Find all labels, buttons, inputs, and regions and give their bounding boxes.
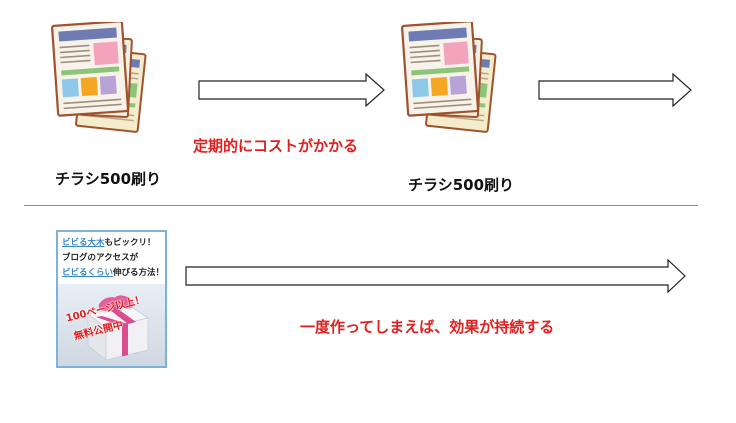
flyer-stack-icon: [401, 22, 497, 133]
gift-image: 100ページ以上！ 無料公開中: [58, 284, 165, 366]
flyer-stack-2: [398, 22, 518, 157]
flyer-label-2: チラシ500刷り: [408, 176, 515, 194]
section-divider: [24, 205, 698, 206]
ebook-cover: ビビる大木もビックリ！ ブログのアクセスが ビビるくらい伸びる方法！ 100ペー…: [56, 230, 167, 368]
flyer-stack-1: [48, 22, 168, 142]
flyer-label-1: チラシ500刷り: [55, 170, 162, 188]
ebook-line-1: ビビる大木もビックリ！: [62, 238, 156, 248]
gift-box-icon: [87, 295, 149, 361]
flyer-stack-icon: [51, 22, 147, 133]
arrow-right-icon: [185, 259, 686, 293]
arrow-right-icon: [198, 73, 385, 107]
arrow-right-icon: [538, 73, 692, 107]
ebook-line-2: ブログのアクセスが: [62, 253, 139, 263]
permanent-effect-text: 一度作ってしまえば、効果が持続する: [300, 318, 555, 336]
recurring-cost-text: 定期的にコストがかかる: [193, 137, 359, 155]
ebook-line-3: ビビるくらい伸びる方法！: [62, 268, 165, 278]
